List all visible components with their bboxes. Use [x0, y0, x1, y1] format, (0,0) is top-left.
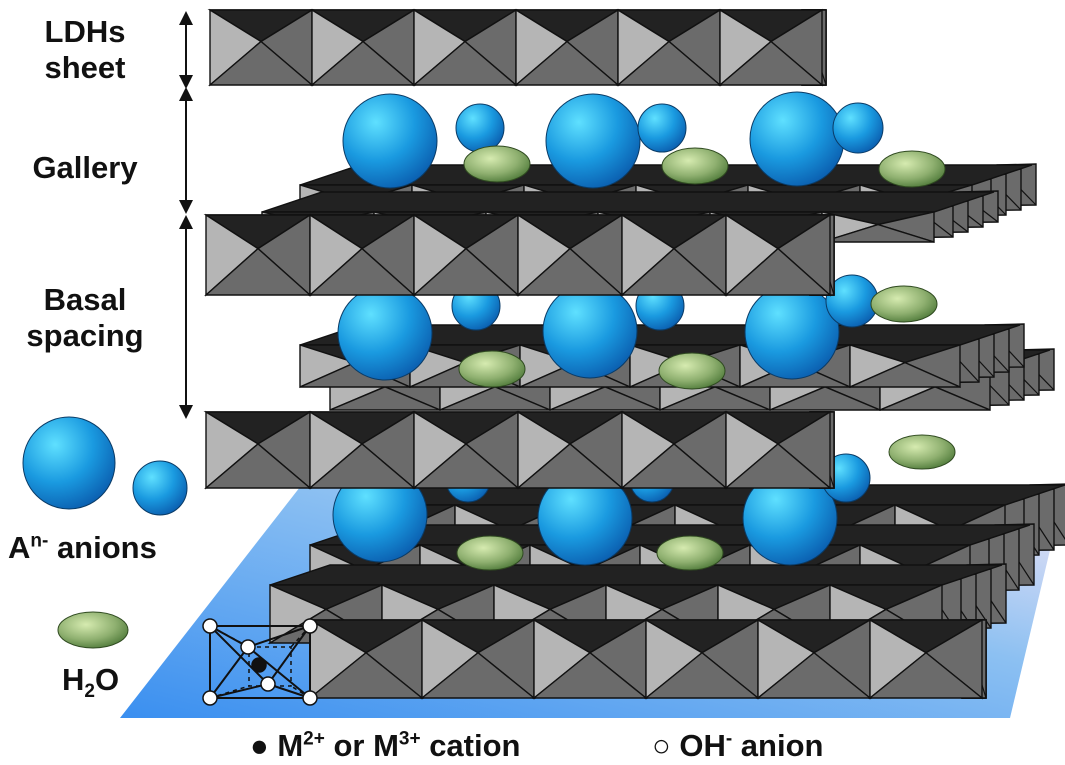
octahedron-face — [724, 443, 832, 489]
octahedron-face — [620, 443, 728, 489]
octahedron-face — [620, 247, 728, 296]
water-legend-label: H2O — [62, 662, 120, 703]
ldh-sheet — [207, 8, 827, 87]
ldhs-label-line1: LDHs — [44, 14, 126, 49]
legend-small-anion-icon — [132, 460, 188, 516]
unit-cell-atoms — [202, 618, 318, 706]
oh-dot — [202, 618, 218, 634]
octahedron-face — [329, 386, 441, 411]
anion-legend-label: An- anions — [8, 530, 157, 565]
sheet-top — [261, 191, 995, 213]
water-molecule — [658, 352, 726, 390]
water-molecule — [456, 535, 524, 571]
water-molecule — [878, 150, 946, 188]
octahedron-face — [769, 386, 881, 411]
ldhs-sheet-label: LDHs sheet — [10, 14, 160, 86]
octahedron-face — [308, 651, 424, 699]
octahedron-face — [420, 651, 536, 699]
octahedron-face — [514, 40, 620, 86]
octahedron-face — [204, 247, 312, 296]
octahedron-face — [308, 247, 416, 296]
octahedron-face — [868, 651, 984, 699]
octahedron-face — [849, 361, 961, 388]
ldh-layers — [203, 8, 1065, 700]
anion-small — [832, 102, 884, 154]
octahedron-face — [821, 223, 935, 243]
water-molecule — [870, 285, 938, 323]
octahedron-face — [310, 40, 416, 86]
ldh-sheet — [307, 618, 987, 700]
oh-dot — [202, 690, 218, 706]
octahedron-face — [549, 386, 661, 411]
octahedron-face — [724, 247, 832, 296]
octahedron-face — [659, 386, 771, 411]
cation-legend-label: ● M2+ or M3+ cation — [250, 728, 521, 763]
water-molecule — [656, 535, 724, 571]
octahedron-face — [439, 386, 551, 411]
anion-large — [542, 283, 638, 379]
anion-small — [455, 103, 505, 153]
anion-large — [337, 285, 433, 381]
legend-water-icon — [57, 611, 129, 649]
anion-large — [744, 284, 840, 380]
gallery-label-text: Gallery — [32, 150, 138, 185]
octahedron-face — [204, 443, 312, 489]
octahedron-face — [756, 651, 872, 699]
ldh-sheet — [203, 213, 835, 297]
anion-large — [749, 91, 845, 187]
oh-dot — [240, 639, 256, 655]
octahedron-face — [616, 40, 722, 86]
cation-legend-dot: ● — [250, 728, 269, 763]
octahedron-face — [516, 247, 624, 296]
water-molecule — [661, 147, 729, 185]
octahedron-face — [412, 247, 520, 296]
sheet-top — [269, 564, 1003, 586]
oh-dot — [302, 690, 318, 706]
basal-spacing-label: Basal spacing — [10, 282, 160, 354]
anion-large — [342, 93, 438, 189]
octahedron-face — [208, 40, 314, 86]
gallery-label: Gallery — [10, 150, 160, 186]
water-molecule — [888, 434, 956, 470]
octahedron-face — [644, 651, 760, 699]
cation-dot — [251, 657, 267, 673]
anion-large — [545, 93, 641, 189]
octahedron-face — [516, 443, 624, 489]
anion-small — [637, 103, 687, 153]
oh-dot — [302, 618, 318, 634]
oh-dot — [260, 676, 276, 692]
octahedron-face — [412, 40, 518, 86]
ldhs-label-line2: sheet — [44, 50, 126, 85]
octahedron-face — [308, 443, 416, 489]
octahedron-face — [718, 40, 824, 86]
ldh-sheet — [203, 410, 835, 490]
oh-legend-dot: ○ — [652, 728, 671, 763]
water-molecule — [463, 145, 531, 183]
oh-legend-label: ○ OH- anion — [652, 728, 824, 763]
octahedron-face — [412, 443, 520, 489]
legend-large-anion-icon — [22, 416, 116, 510]
octahedron-face — [879, 386, 991, 411]
basal-label-line2: spacing — [26, 318, 144, 353]
basal-label-line1: Basal — [43, 282, 127, 317]
octahedron-face — [532, 651, 648, 699]
water-molecule — [458, 350, 526, 388]
